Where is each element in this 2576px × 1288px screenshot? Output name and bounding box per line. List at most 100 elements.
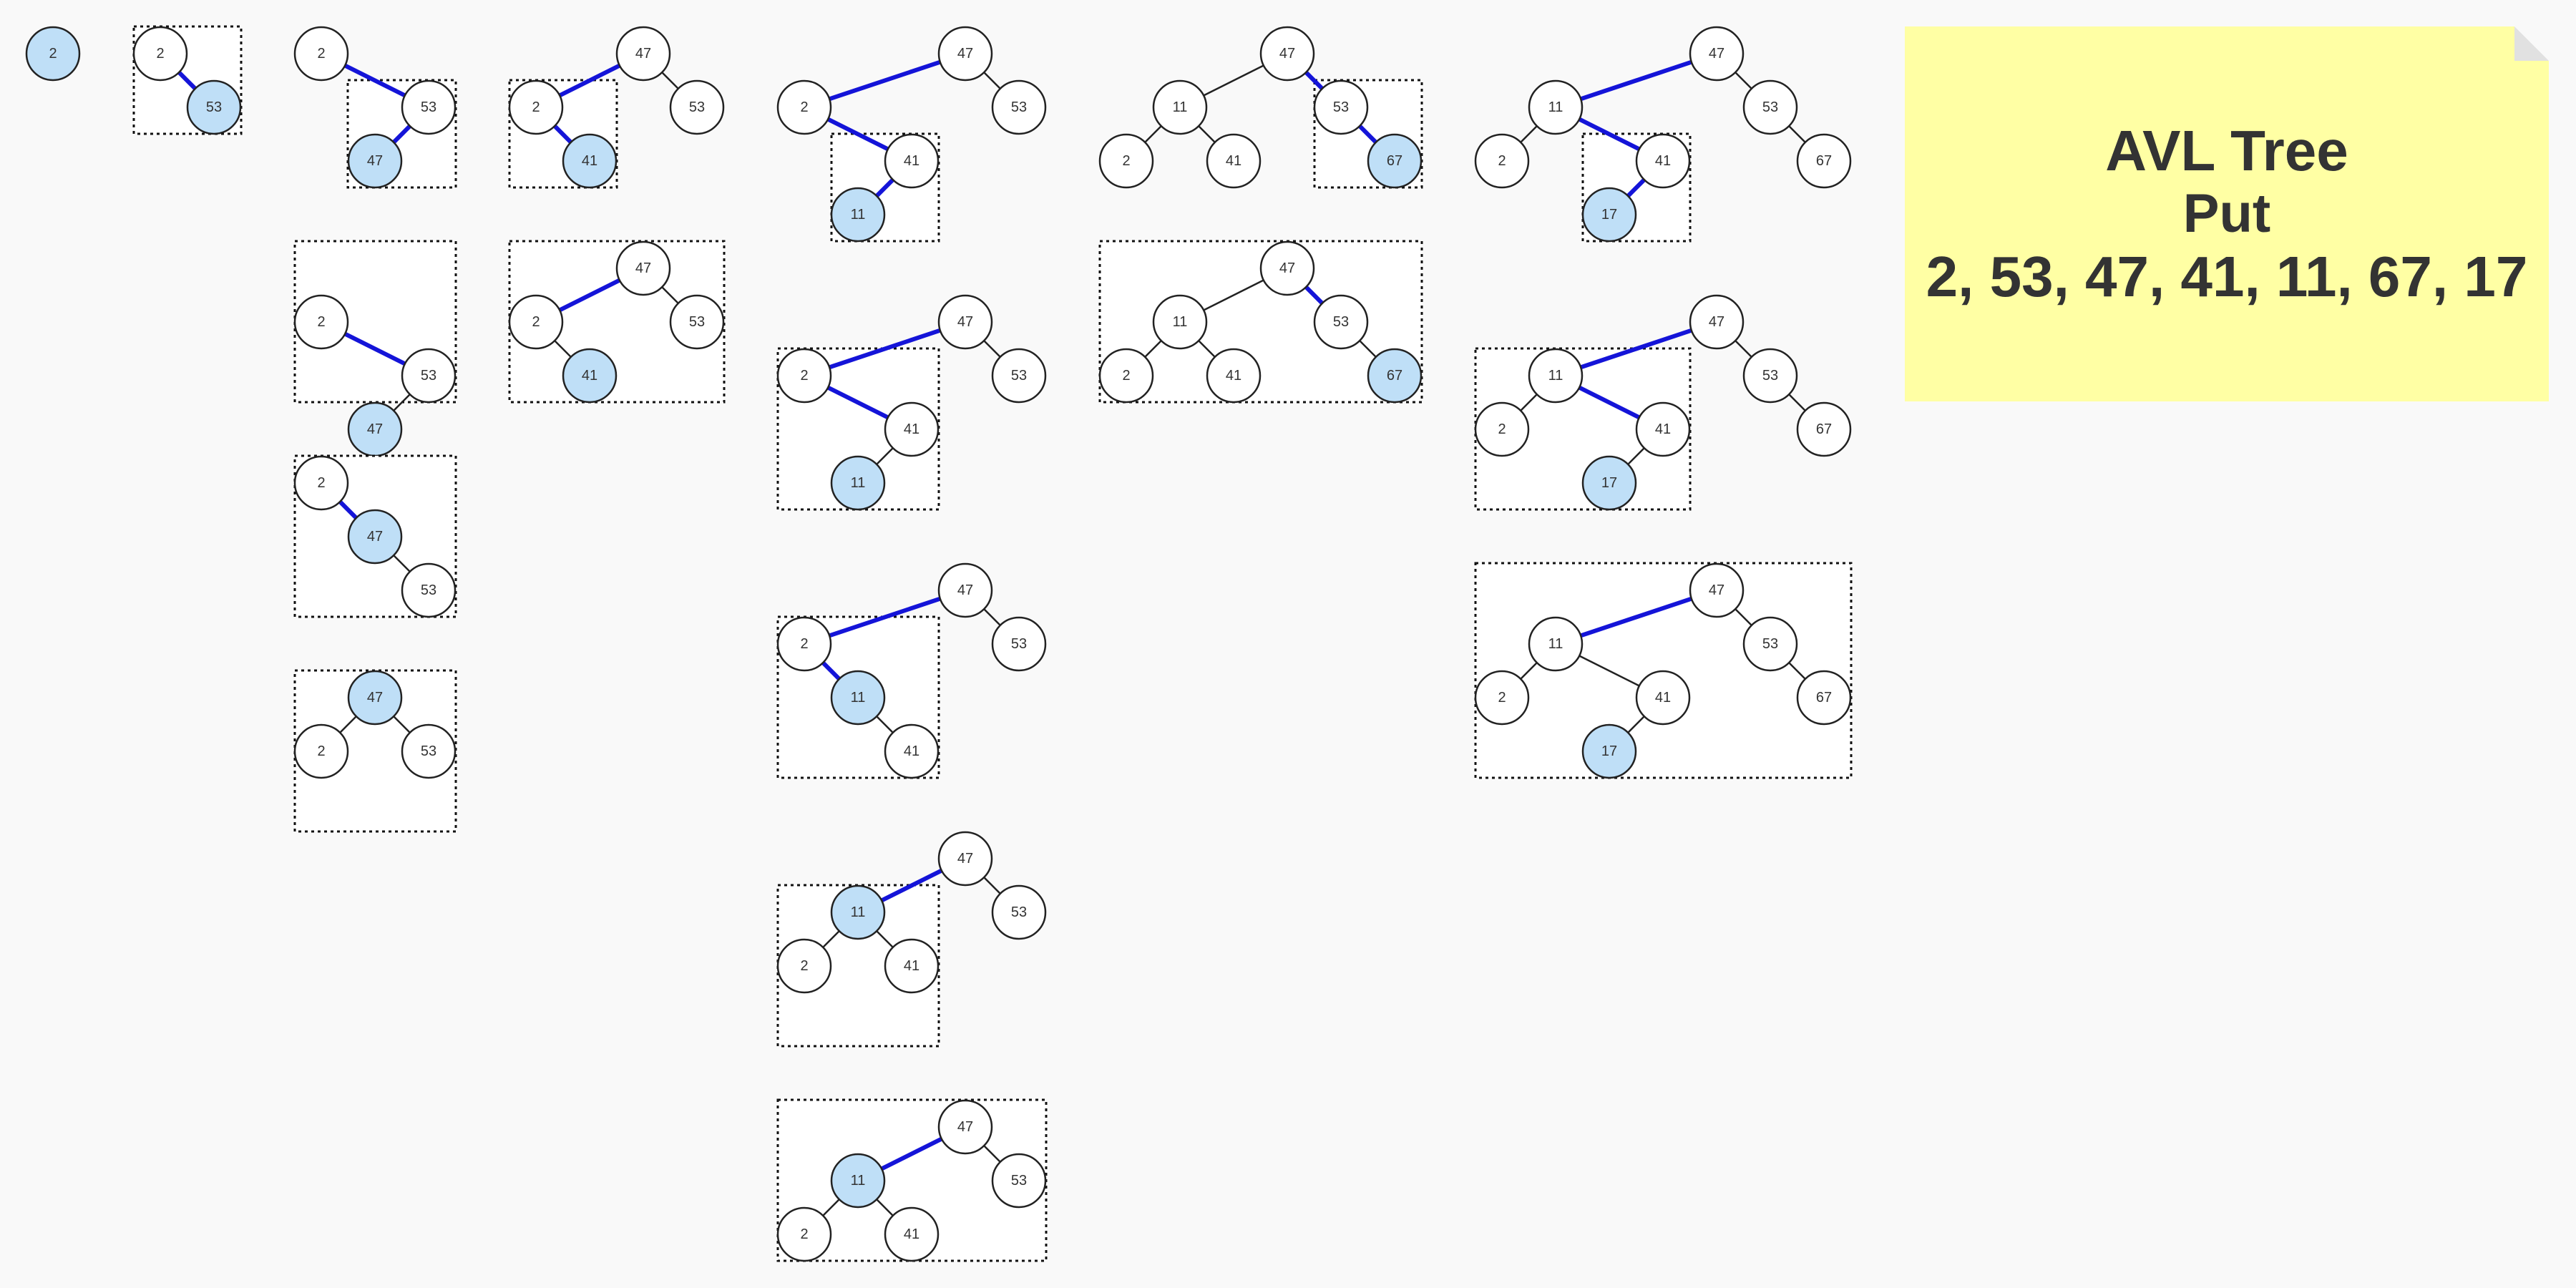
node-label: 53 <box>689 99 705 115</box>
node-circle <box>1796 133 1852 189</box>
node-label: 41 <box>904 153 919 169</box>
node-label: 17 <box>1601 475 1617 491</box>
node-circle <box>937 294 993 350</box>
node-circle <box>293 723 349 779</box>
node-label: 2 <box>1498 690 1506 706</box>
tree-node: 2 <box>293 723 349 779</box>
node-circle <box>884 401 940 457</box>
node-label: 47 <box>635 260 651 276</box>
tree-node: 41 <box>1206 133 1262 189</box>
tree-edge <box>1198 340 1216 358</box>
tree-node: 41 <box>884 723 940 779</box>
tree-node: 2 <box>293 294 349 350</box>
node-label: 17 <box>1601 207 1617 223</box>
tree-node: 11 <box>1528 348 1584 404</box>
highlighted-edge <box>1578 385 1641 420</box>
highlighted-edge <box>338 500 358 519</box>
node-circle <box>937 831 993 887</box>
tree-edge <box>1203 64 1264 97</box>
node-circle <box>1528 348 1584 404</box>
node-circle <box>776 348 832 404</box>
inserted-node: 17 <box>1581 455 1637 511</box>
tree-node: 47 <box>1259 26 1315 82</box>
node-circle <box>1635 133 1691 189</box>
node-label: 67 <box>1387 368 1402 384</box>
tree-node: 41 <box>1635 401 1691 457</box>
node-label: 11 <box>851 690 866 706</box>
tree-node: 53 <box>401 348 457 404</box>
node-circle <box>1635 401 1691 457</box>
tree-node: 2 <box>776 348 832 404</box>
node-label: 11 <box>851 207 866 223</box>
node-circle <box>1528 616 1584 672</box>
tree-edge <box>822 930 840 948</box>
tree-edge <box>1627 447 1645 465</box>
node-circle <box>991 884 1047 940</box>
node-label: 67 <box>1816 690 1832 706</box>
title-sticky-note: AVL Tree Put 2, 53, 47, 41, 11, 67, 17 <box>1905 26 2549 401</box>
tree-node: 2 <box>508 79 564 135</box>
node-label: 53 <box>1762 99 1778 115</box>
node-circle <box>1742 348 1798 404</box>
node-circle <box>508 79 564 135</box>
node-label: 41 <box>904 1226 919 1242</box>
highlighted-edge <box>821 661 841 680</box>
tree-edge <box>1144 125 1162 143</box>
node-circle <box>1098 348 1154 404</box>
node-circle <box>776 1206 832 1262</box>
node-label: 53 <box>1011 1173 1027 1189</box>
node-circle <box>562 133 618 189</box>
tree-edge <box>1520 662 1538 680</box>
inserted-node: 53 <box>186 79 242 135</box>
tree-node: 2 <box>132 26 188 82</box>
node-circle <box>1206 348 1262 404</box>
tree-edge <box>1144 340 1162 358</box>
node-label: 53 <box>1011 904 1027 920</box>
node-circle <box>1796 670 1852 726</box>
node-label: 41 <box>1655 153 1671 169</box>
tree-node: 2 <box>1098 133 1154 189</box>
node-label: 11 <box>1548 368 1563 384</box>
tree-node: 53 <box>401 79 457 135</box>
tree-node: 41 <box>884 1206 940 1262</box>
node-circle <box>1152 79 1208 135</box>
tree-node: 41 <box>1635 670 1691 726</box>
node-circle <box>1098 133 1154 189</box>
node-circle <box>293 26 349 82</box>
node-circle <box>132 26 188 82</box>
node-circle <box>1313 79 1369 135</box>
tree-edge <box>1627 716 1645 733</box>
highlighted-edge <box>1578 117 1641 152</box>
node-circle <box>830 187 886 243</box>
tree-edge <box>393 394 411 411</box>
inserted-node: 2 <box>25 26 81 82</box>
node-circle <box>401 562 457 618</box>
node-circle <box>884 133 940 189</box>
tree-node: 53 <box>669 294 725 350</box>
inserted-node: 41 <box>562 133 618 189</box>
node-circle <box>884 723 940 779</box>
node-circle <box>1581 723 1637 779</box>
node-circle <box>937 1099 993 1155</box>
tree-edge <box>1520 394 1538 411</box>
node-label: 11 <box>1173 314 1188 330</box>
tree-node: 11 <box>1152 79 1208 135</box>
highlighted-edge <box>826 117 889 152</box>
node-label: 11 <box>1173 99 1188 115</box>
tree-edge <box>393 716 411 733</box>
tree-node: 47 <box>937 26 993 82</box>
node-circle <box>1742 616 1798 672</box>
node-circle <box>776 616 832 672</box>
node-label: 41 <box>904 743 919 759</box>
node-label: 2 <box>800 368 808 384</box>
tree-node: 2 <box>776 1206 832 1262</box>
node-label: 2 <box>317 314 325 330</box>
tree-node: 53 <box>1313 79 1369 135</box>
inserted-node: 11 <box>830 455 886 511</box>
